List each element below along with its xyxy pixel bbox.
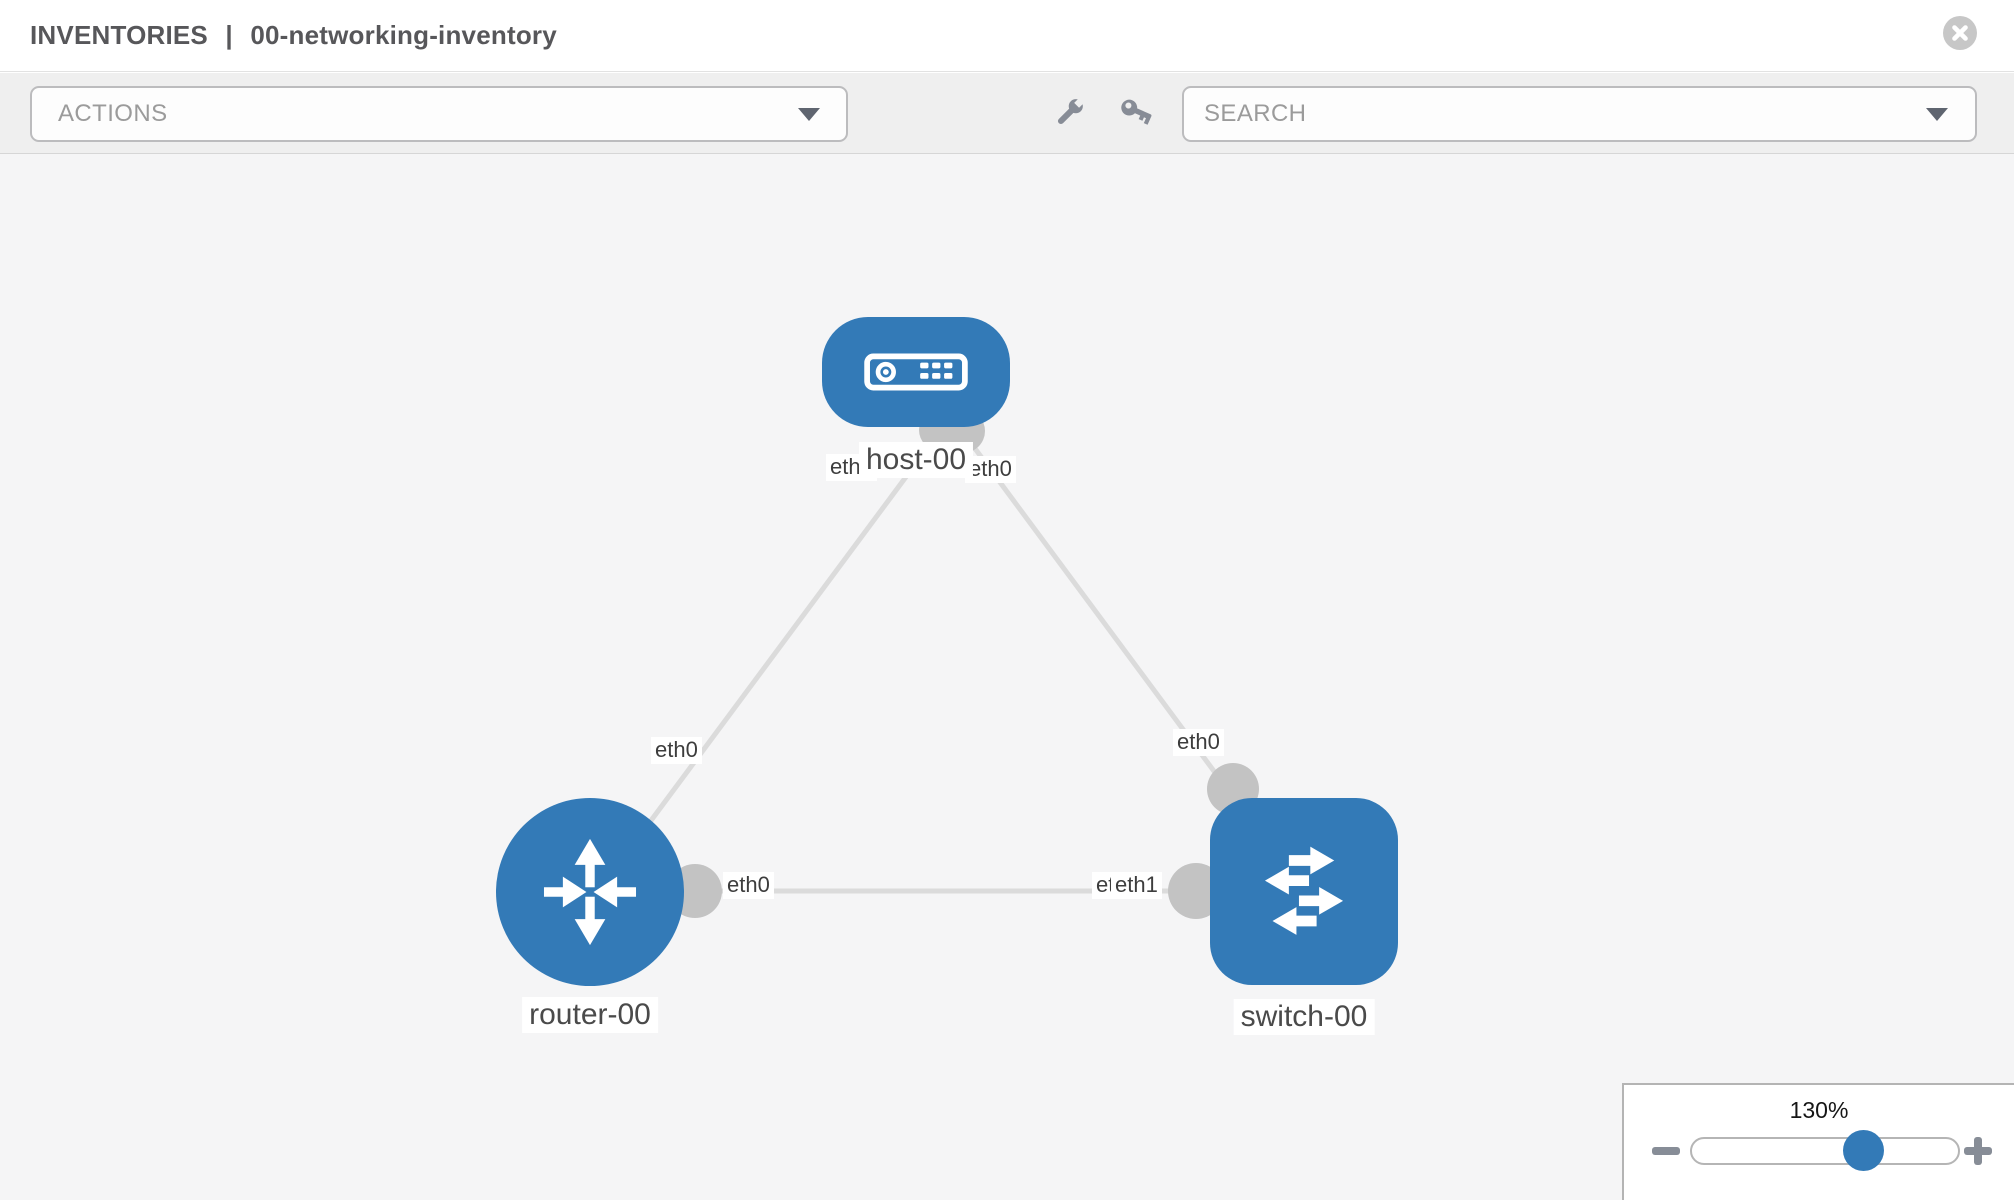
key-icon	[1121, 99, 1152, 125]
link-host-switch[interactable]	[959, 429, 1265, 838]
node-label-switch: switch-00	[1233, 999, 1375, 1035]
node-label-router: router-00	[522, 997, 658, 1033]
topology-links-layer	[595, 409, 1265, 919]
router-icon	[543, 838, 637, 946]
zoom-level-value: 130%	[1789, 1097, 1849, 1123]
modal-header: INVENTORIES | 00-networking-inventory	[0, 0, 2014, 72]
search-dropdown[interactable]	[1182, 86, 1977, 142]
interface-label: eth0	[723, 872, 774, 899]
node-host-00[interactable]	[822, 317, 1010, 427]
close-button[interactable]	[1943, 16, 1977, 50]
title-separator: |	[225, 20, 233, 50]
node-router-00[interactable]	[496, 798, 684, 986]
actions-dropdown-label: ACTIONS	[58, 100, 168, 127]
actions-dropdown[interactable]: ACTIONS	[30, 86, 848, 142]
close-icon	[1952, 25, 1968, 41]
zoom-control-panel: 130%	[1622, 1083, 2014, 1200]
interface-label: eth0	[1173, 729, 1224, 756]
chevron-down-icon	[1926, 108, 1948, 121]
zoom-slider	[1624, 1124, 2014, 1184]
title-inventory-name: 00-networking-inventory	[250, 20, 557, 50]
page-title: INVENTORIES | 00-networking-inventory	[30, 20, 557, 51]
toolbar: ACTIONS	[0, 73, 2014, 154]
topology-canvas[interactable]: eth0 eth0 eth0 eth0 eth0 eth0 eth1 host-…	[0, 154, 2014, 1200]
zoom-slider-track[interactable]	[1690, 1137, 1960, 1165]
node-label-host: host-00	[858, 442, 974, 478]
wrench-icon	[1057, 97, 1085, 125]
minus-icon[interactable]	[1652, 1147, 1680, 1155]
interface-label: eth0	[651, 737, 702, 764]
switch-icon	[1264, 846, 1344, 935]
link-host-router[interactable]	[595, 429, 943, 894]
plus-icon[interactable]	[1964, 1137, 1992, 1165]
chevron-down-icon	[798, 107, 820, 121]
wrench-button[interactable]	[1047, 91, 1091, 135]
search-input[interactable]	[1202, 99, 1906, 129]
interface-label: eth0	[965, 456, 1016, 483]
title-section: INVENTORIES	[30, 20, 208, 50]
node-switch-00[interactable]	[1210, 798, 1398, 985]
key-button[interactable]	[1115, 91, 1159, 135]
zoom-slider-thumb[interactable]	[1843, 1130, 1884, 1171]
host-icon	[864, 353, 968, 391]
interface-label: eth1	[1111, 872, 1162, 899]
